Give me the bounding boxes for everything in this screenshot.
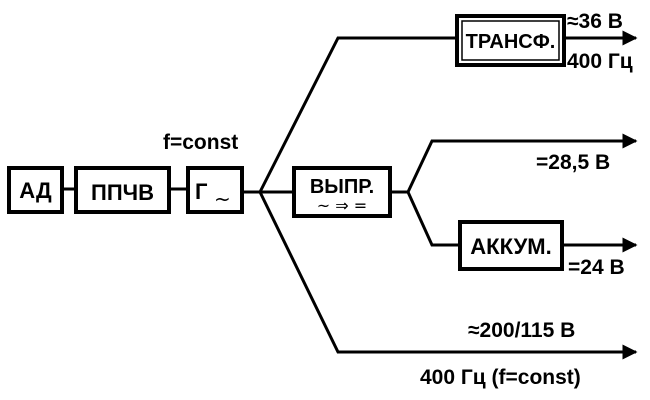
block-generator-frame [186, 166, 244, 214]
block-generator: Г ~ [186, 166, 244, 214]
wire-rectifier-battery [406, 191, 460, 247]
freq-const-label: f=const [163, 131, 238, 154]
block-battery: АККУМ. [458, 220, 564, 271]
block-rectifier-symbol: ~ ⇒ = [317, 196, 367, 215]
block-battery-label: АККУМ. [470, 234, 551, 259]
block-generator-ac-symbol: ~ [214, 187, 231, 211]
connection-lines [62, 30, 638, 360]
block-ppchv: ППЧВ [74, 166, 171, 214]
block-ppchv-label: ППЧВ [91, 180, 154, 205]
wire-rectifier-output [406, 133, 638, 193]
block-ad: АД [7, 166, 64, 214]
block-transformer-inner-frame [461, 20, 560, 61]
main-output-voltage-label: ≈200/115 В [468, 319, 575, 342]
block-generator-label: Г [195, 179, 208, 204]
wire-branch-main-output [258, 191, 638, 360]
block-transformer-label: ТРАНСФ. [466, 31, 556, 53]
transformer-freq-label: 400 Гц [567, 50, 633, 73]
block-rectifier-frame [292, 166, 392, 218]
block-battery-frame [458, 220, 564, 271]
block-rectifier: ВЫПР. ~ ⇒ = [292, 166, 392, 218]
block-ppchv-frame [74, 166, 171, 214]
block-transformer: ТРАНСФ. [455, 14, 566, 67]
battery-output-label: =24 В [568, 256, 625, 279]
block-rectifier-label: ВЫПР. [310, 176, 374, 198]
block-ad-frame [7, 166, 64, 214]
transformer-voltage-label: ≈36 В [567, 10, 623, 33]
rectifier-output-label: =28,5 В [536, 151, 610, 174]
wire-branch-transformer [258, 36, 457, 193]
block-ad-label: АД [19, 178, 52, 203]
main-output-freq-label: 400 Гц (f=const) [420, 366, 581, 389]
block-transformer-frame [455, 14, 566, 67]
